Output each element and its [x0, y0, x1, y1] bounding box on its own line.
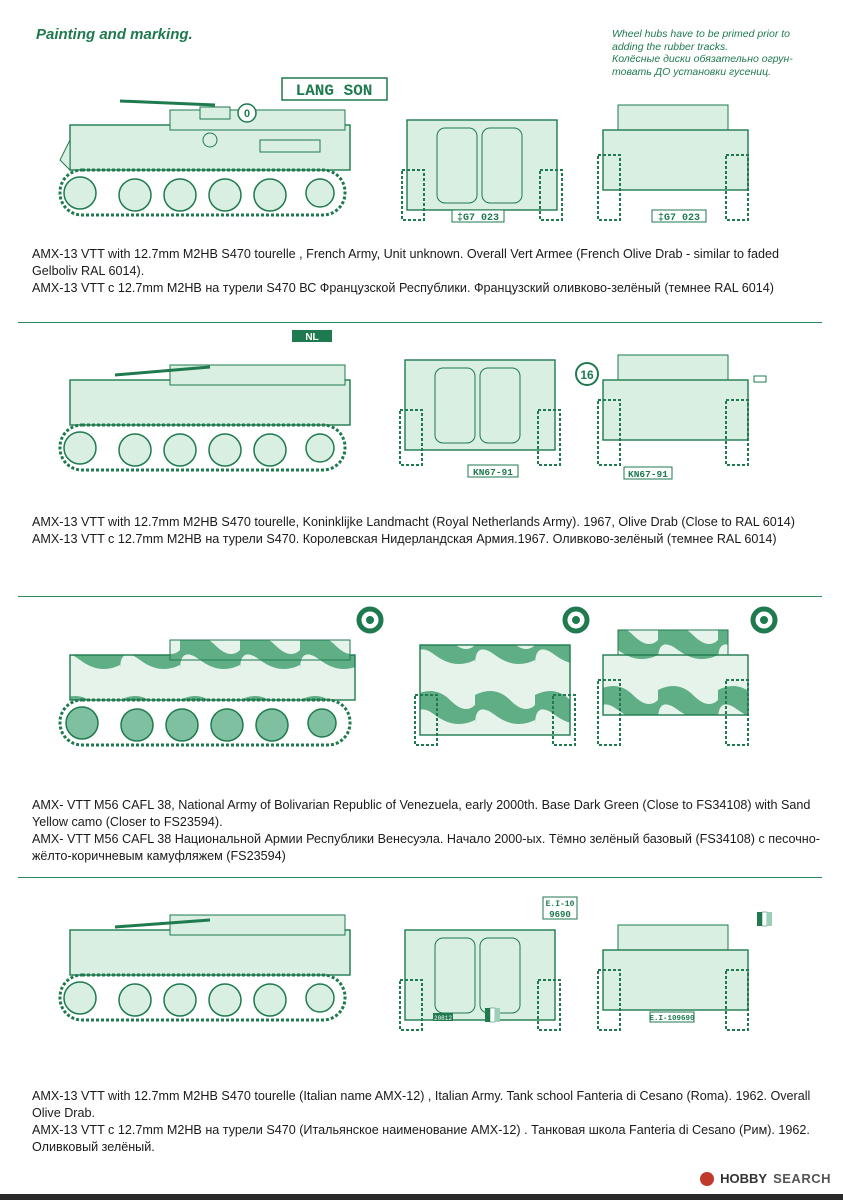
scheme-4-caption-en: AMX-13 VTT with 12.7mm M2HB S470 tourell… — [32, 1089, 811, 1120]
scheme-2-caption-en: AMX-13 VTT with 12.7mm M2HB S470 tourell… — [32, 515, 795, 529]
section-divider — [18, 596, 822, 597]
scheme-3-roundel-front — [750, 606, 778, 634]
scheme-1-front-view — [597, 104, 749, 221]
scheme-1-circle-marker — [237, 103, 257, 123]
scheme-2-small-flag — [753, 375, 767, 383]
scheme-1-circle-label: 0 — [244, 108, 250, 120]
scheme-4-plate-top: E.I-10 — [546, 900, 575, 909]
section-divider — [18, 877, 822, 878]
scheme-1-plate-text: LANG SON — [296, 82, 373, 100]
scheme-1-side-view — [58, 99, 351, 217]
scheme-1-caption-en: AMX-13 VTT with 12.7mm M2HB S470 tourell… — [32, 247, 780, 278]
scheme-3-caption-ru: AMX- VTT M56 CAFL 38 Национальной Армии … — [32, 832, 820, 863]
scheme-1-front-plate — [651, 209, 707, 223]
scheme-4-side-view — [58, 914, 351, 1022]
page-title: Painting and marking. — [36, 26, 193, 43]
scheme-2-flag-frame — [292, 330, 332, 342]
note-line-ru-1: Колёсные диски обязательно огрун- — [612, 53, 793, 65]
scheme-4-front-plate — [649, 1011, 695, 1023]
scheme-3-side-view — [58, 639, 356, 747]
scheme-4-small-plate: 20812 — [434, 1015, 452, 1022]
scheme-2-circle-label: 16 — [580, 368, 594, 382]
scheme-2-front-number: KN67-91 — [628, 469, 668, 480]
scheme-2-rear-view — [399, 359, 561, 466]
scheme-3-front-view — [597, 629, 749, 746]
scheme-4-italian-flag-rear — [485, 1007, 500, 1023]
scheme-4-front-number: E.I-109690 — [649, 1015, 695, 1023]
scheme-1-front-number: ‡G7 023 — [658, 212, 700, 224]
scheme-1-plate-frame — [281, 77, 388, 101]
bottom-border — [0, 1194, 843, 1200]
scheme-3-roundel-side — [356, 606, 384, 634]
scheme-3-caption-en: AMX- VTT M56 CAFL 38, National Army of B… — [32, 798, 811, 829]
note-line-en-1: Wheel hubs have to be primed prior to — [612, 28, 791, 40]
assembly-note: Wheel hubs have to be primed prior to ad… — [612, 28, 827, 78]
note-line-ru-2: товать ДО установки гусениц. — [612, 65, 772, 78]
scheme-3-caption: AMX- VTT M56 CAFL 38, National Army of B… — [32, 797, 822, 865]
scheme-4-rear-view — [399, 929, 561, 1031]
scheme-3-rear-view — [414, 644, 576, 746]
scheme-4-plate-number: 9690 — [549, 910, 571, 920]
scheme-4-caption: AMX-13 VTT with 12.7mm M2HB S470 tourell… — [32, 1088, 822, 1156]
scheme-4-caption-ru: AMX-13 VTT с 12.7mm M2HB на турели S470 … — [32, 1123, 810, 1154]
scheme-2-front-view — [597, 354, 749, 466]
scheme-2-rear-plate — [467, 464, 519, 478]
scheme-1-rear-plate — [451, 209, 505, 223]
scheme-2-caption-ru: AMX-13 VTT с 12.7mm M2HB на турели S470.… — [32, 532, 777, 546]
scheme-4-front-view — [597, 924, 749, 1031]
scheme-1-rear-view — [401, 119, 563, 221]
scheme-3-roundel-rear — [562, 606, 590, 634]
scheme-2-side-view — [58, 364, 351, 472]
scheme-2-caption: AMX-13 VTT with 12.7mm M2HB S470 tourell… — [32, 514, 822, 548]
watermark: HOBBY SEARCH — [700, 1171, 831, 1186]
scheme-2-circle-marker — [575, 362, 599, 386]
brand-logo-icon — [700, 1171, 715, 1186]
scheme-2-front-plate — [623, 466, 673, 480]
scheme-1-rear-number: ‡G7 023 — [457, 212, 499, 224]
scheme-4-plate-frame — [542, 896, 578, 920]
scheme-2-flag-label: NL — [305, 332, 318, 343]
watermark-brand: HOBBY — [720, 1171, 768, 1186]
scheme-1-caption: AMX-13 VTT with 12.7mm M2HB S470 tourell… — [32, 246, 822, 297]
scheme-2-rear-number: KN67-91 — [473, 467, 513, 478]
scheme-1-caption-ru: AMX-13 VTT с 12.7mm M2HB на турели S470 … — [32, 281, 775, 295]
section-divider — [18, 322, 822, 323]
scheme-4-small-plate-frame — [433, 1013, 453, 1021]
vehicle-illustrations: 0 LANG SON ‡G7 023 ‡G7 023 — [58, 77, 778, 1031]
note-line-en-2: adding the rubber tracks. — [612, 40, 729, 53]
watermark-suffix: SEARCH — [773, 1171, 831, 1186]
scheme-4-italian-flag-front — [757, 911, 772, 927]
